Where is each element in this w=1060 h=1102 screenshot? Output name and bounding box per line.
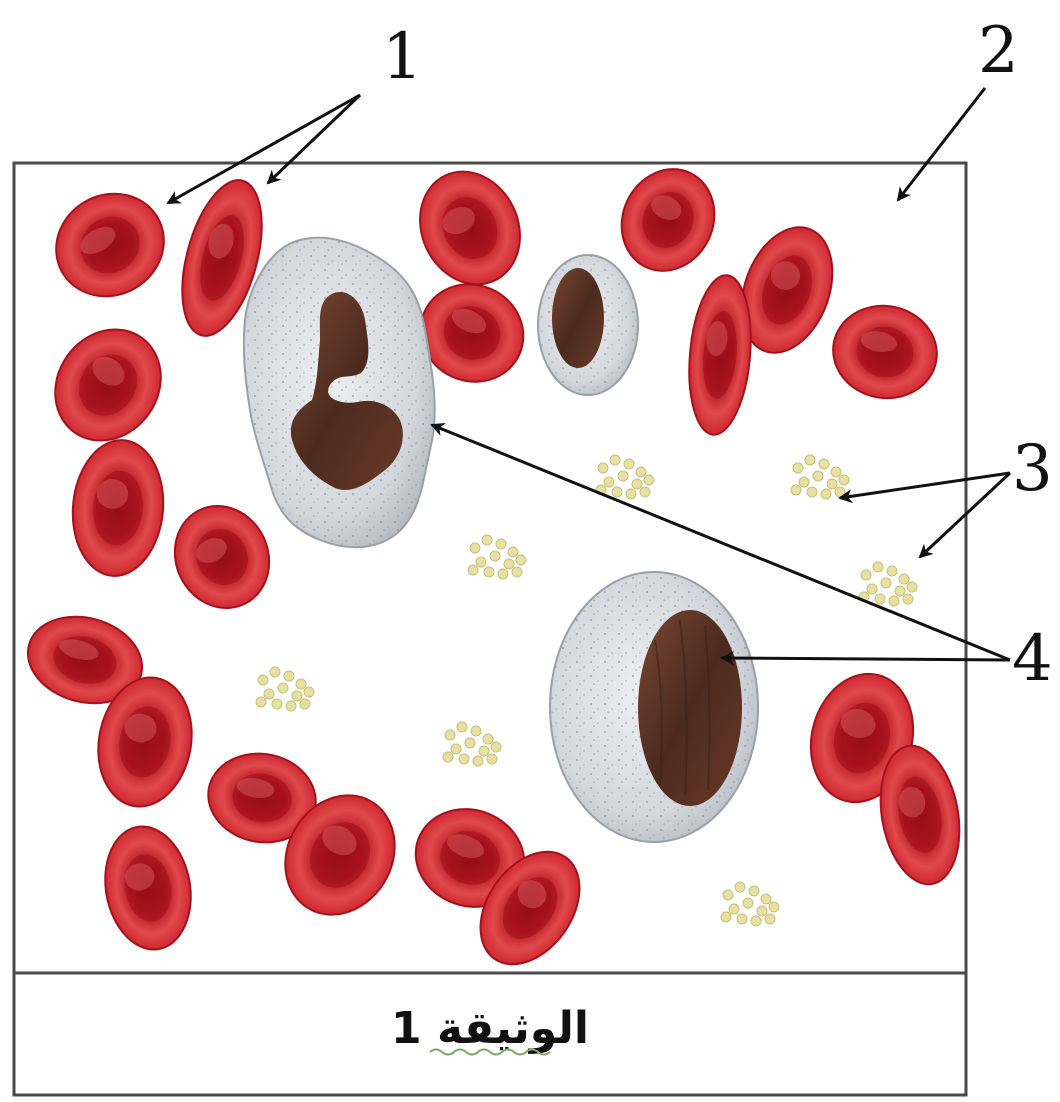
lymphocyte-small-nucleus <box>552 268 604 368</box>
label-4: 4 <box>1012 622 1053 696</box>
figure-caption: الوثيقة 1 <box>391 1003 589 1054</box>
label-3: 3 <box>1012 432 1053 506</box>
lymphocyte-small <box>538 255 638 395</box>
monocyte-nucleus <box>638 610 742 806</box>
label-2: 2 <box>978 14 1019 88</box>
monocyte-cell <box>550 572 758 842</box>
label-1: 1 <box>382 20 423 94</box>
